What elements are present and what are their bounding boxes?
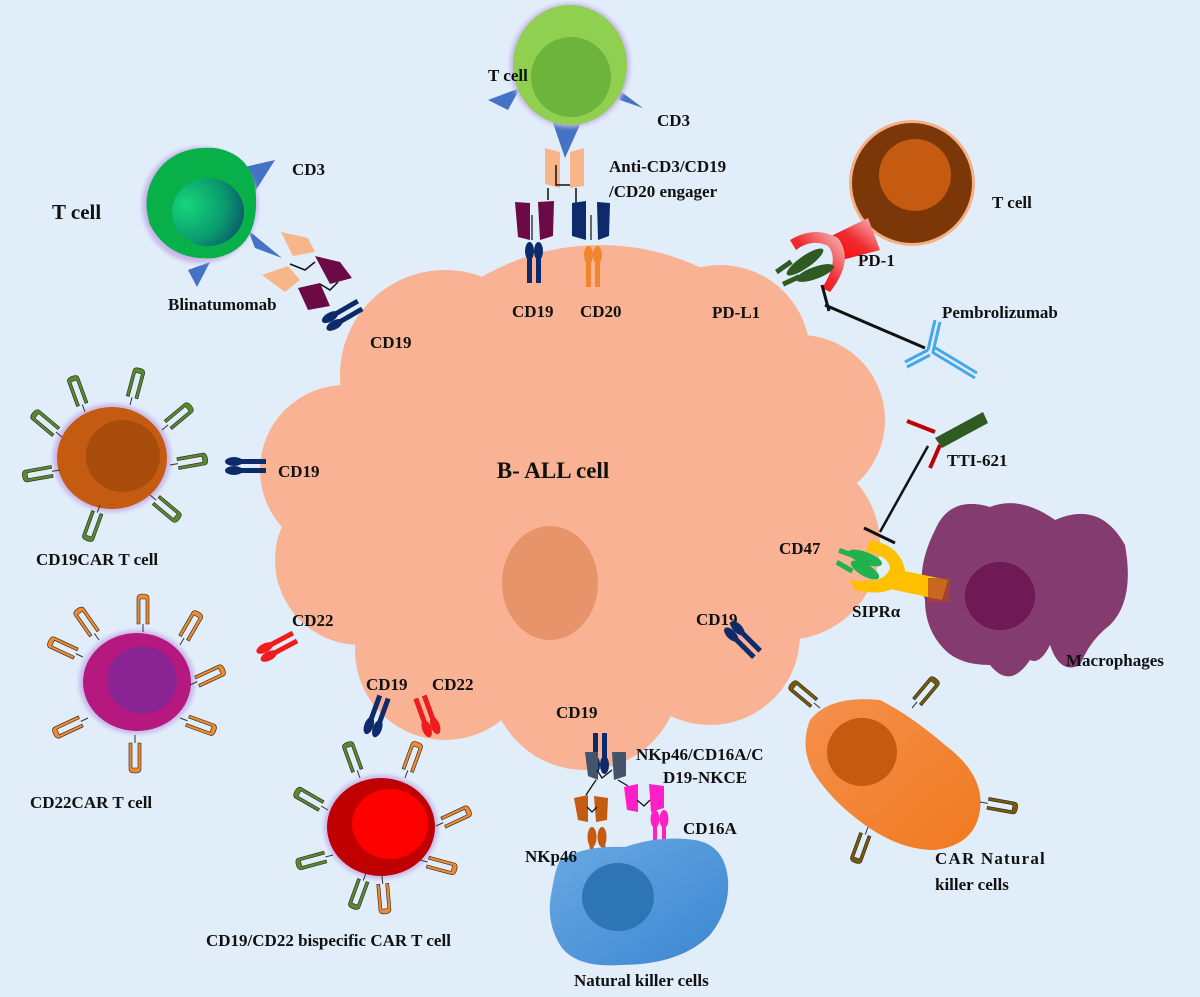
cd22-car-t-group: CD22CAR T cell bbox=[30, 593, 300, 812]
b-all-cell bbox=[260, 245, 885, 770]
marker-cd47: CD47 bbox=[779, 539, 821, 558]
checkpoint-group: T cell PD-1 Pembrolizumab bbox=[775, 120, 1058, 380]
marker-cd19-top-left: CD19 bbox=[370, 333, 412, 352]
t-cell-nucleus bbox=[531, 37, 611, 117]
inhibition-bar bbox=[820, 284, 831, 312]
blinatumomab-label: Blinatumomab bbox=[168, 295, 277, 314]
bispecific-car-t-label: CD19/CD22 bispecific CAR T cell bbox=[206, 931, 451, 950]
pdl1-receptor-icon bbox=[775, 248, 834, 287]
blinatumomab-group: T cell CD3 Blinatumomab bbox=[52, 147, 365, 334]
marker-pdl1: PD-L1 bbox=[712, 303, 760, 322]
b-all-nucleus bbox=[502, 526, 598, 640]
nkce-molecule-icon bbox=[574, 752, 664, 822]
sipra-label: SIPRα bbox=[852, 602, 901, 621]
nk-engager-group: NKp46/CD16A/C D19-NKCE NKp46 CD16A Natur… bbox=[525, 733, 764, 990]
nkp46-label: NKp46 bbox=[525, 847, 577, 866]
t-cell-nucleus bbox=[172, 178, 244, 246]
t-cell-nucleus bbox=[86, 420, 160, 492]
blinatumomab-molecule-icon bbox=[262, 232, 365, 334]
tti-621-icon bbox=[906, 412, 988, 469]
pembrolizumab-label: Pembrolizumab bbox=[942, 303, 1058, 322]
t-cell-nucleus bbox=[879, 139, 951, 211]
nk-cell-nucleus bbox=[582, 863, 654, 931]
cd47-receptor-icon bbox=[835, 547, 883, 580]
engager-label-line1: Anti-CD3/CD19 bbox=[609, 157, 726, 176]
cd3-receptor-icon bbox=[248, 230, 282, 258]
car-nk-label-line1: CAR Natural bbox=[935, 849, 1046, 868]
cd3-receptor-icon bbox=[188, 262, 210, 287]
t-cell-nucleus bbox=[352, 789, 428, 859]
natural-killer-cells-label: Natural killer cells bbox=[574, 971, 709, 990]
inhibition-line bbox=[824, 303, 926, 350]
marker-cd20-top: CD20 bbox=[580, 302, 622, 321]
pd1-receptor-icon bbox=[790, 218, 880, 292]
macrophages-label: Macrophages bbox=[1066, 651, 1164, 670]
cd16a-receptor-icon bbox=[650, 810, 669, 843]
marker-cd19-right: CD19 bbox=[696, 610, 738, 629]
tti-621-label: TTI-621 bbox=[947, 451, 1007, 470]
cd22-car-t-label: CD22CAR T cell bbox=[30, 793, 152, 812]
cd19-car-t-group: CD19CAR T cell bbox=[21, 366, 266, 569]
nkce-label-line1: NKp46/CD16A/C bbox=[636, 745, 764, 764]
cd3-label-blinatumomab: CD3 bbox=[292, 160, 325, 179]
pd1-label: PD-1 bbox=[858, 251, 895, 270]
car-nk-nucleus bbox=[827, 718, 897, 786]
b-all-cell-label: B- ALL cell bbox=[497, 458, 609, 483]
t-cell-label-checkpoint: T cell bbox=[992, 193, 1032, 212]
cd3-receptor-icon bbox=[240, 160, 275, 190]
macrophage-nucleus bbox=[965, 562, 1035, 630]
cd16a-label: CD16A bbox=[683, 819, 738, 838]
t-cell-label-blinatumomab: T cell bbox=[52, 200, 101, 224]
cd47-blockade-group: TTI-621 SIPRα Macrophages bbox=[835, 412, 1164, 677]
inhibition-bar bbox=[863, 526, 896, 545]
cd3-label-engager: CD3 bbox=[657, 111, 690, 130]
sipra-receptor-icon bbox=[850, 540, 950, 602]
marker-cd19-bottom: CD19 bbox=[556, 703, 598, 722]
engager-label-line2: /CD20 engager bbox=[608, 182, 718, 201]
inhibition-line bbox=[878, 445, 930, 533]
t-cell-nucleus bbox=[107, 646, 177, 714]
marker-cd22-left: CD22 bbox=[292, 611, 334, 630]
marker-cd19-bottom-left: CD19 bbox=[366, 675, 408, 694]
cd19-car-t-label: CD19CAR T cell bbox=[36, 550, 158, 569]
car-nk-label-line2: killer cells bbox=[935, 875, 1009, 894]
nkce-label-line2: D19-NKCE bbox=[663, 768, 747, 787]
cd3-receptor-icon bbox=[552, 120, 582, 158]
bispecific-car-t-group: CD19/CD22 bispecific CAR T cell bbox=[206, 693, 474, 950]
trispecific-engager-molecule-icon bbox=[515, 148, 610, 240]
marker-cd19-left: CD19 bbox=[278, 462, 320, 481]
marker-cd19-top: CD19 bbox=[512, 302, 554, 321]
car-nk-group: CAR Natural killer cells bbox=[721, 618, 1046, 894]
cd3-receptor-icon bbox=[488, 88, 520, 110]
trispecific-engager-group: T cell CD3 Anti-CD3/CD19 /CD20 engager bbox=[488, 3, 726, 287]
t-cell-label-engager: T cell bbox=[488, 66, 528, 85]
pembrolizumab-antibody-icon bbox=[904, 319, 978, 380]
marker-cd22-bottom-left: CD22 bbox=[432, 675, 474, 694]
